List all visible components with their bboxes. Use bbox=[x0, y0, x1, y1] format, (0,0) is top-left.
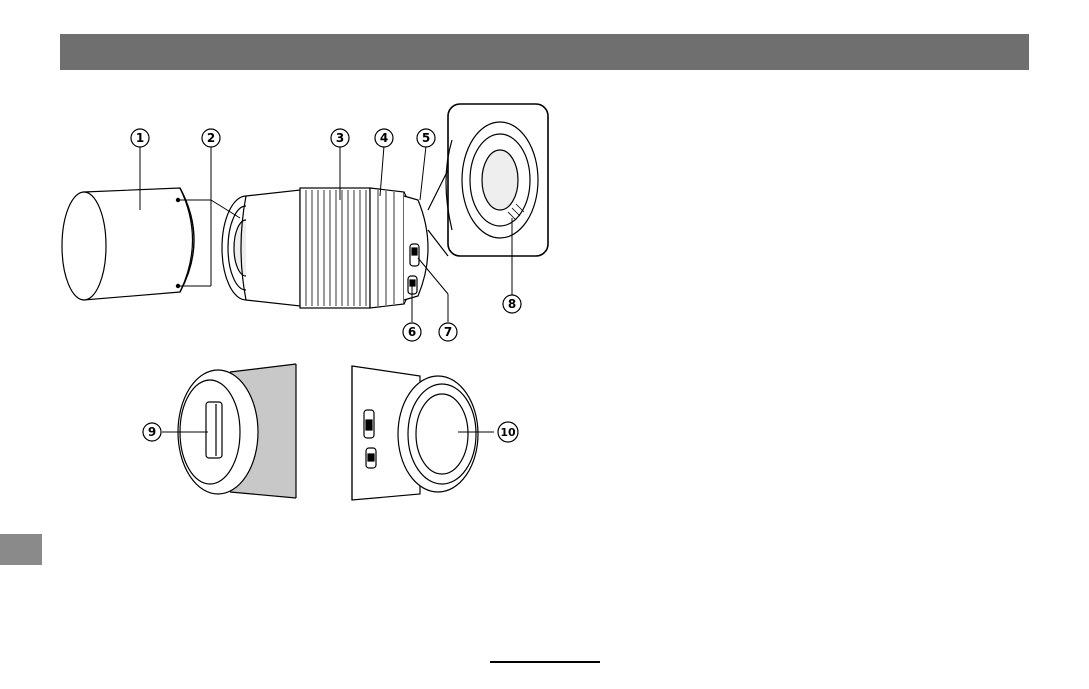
front-cap-illustration bbox=[178, 364, 296, 498]
callout-2-label: 2 bbox=[207, 131, 215, 145]
mount-inset bbox=[428, 104, 548, 256]
callout-1-label: 1 bbox=[136, 131, 144, 145]
lens-hood-illustration bbox=[62, 188, 194, 300]
callout-4-label: 4 bbox=[380, 131, 388, 145]
callout-3-label: 3 bbox=[336, 131, 344, 145]
rear-cap-illustration bbox=[352, 366, 478, 500]
callout-6-label: 6 bbox=[408, 325, 416, 339]
callout-10-label: 10 bbox=[500, 426, 516, 439]
callout-7-label: 7 bbox=[444, 325, 452, 339]
callout-5-label: 5 bbox=[422, 131, 430, 145]
callout-8-label: 8 bbox=[508, 297, 516, 311]
lens-body-illustration bbox=[222, 188, 428, 308]
callout-9-label: 9 bbox=[148, 425, 156, 439]
